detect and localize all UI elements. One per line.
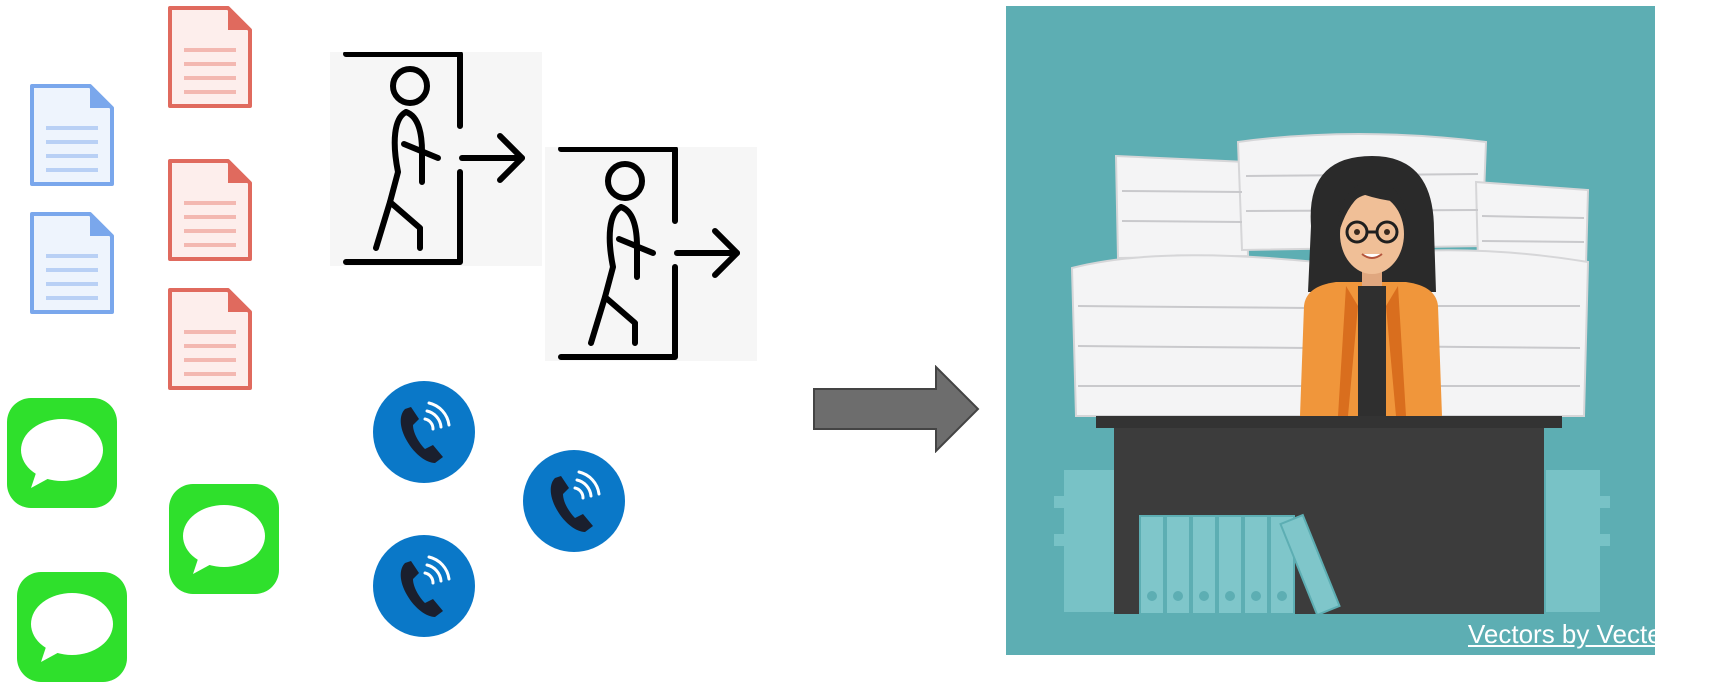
phone-call-icon-3 xyxy=(373,535,475,637)
message-bubble-icon-2 xyxy=(169,484,279,594)
overwhelmed-office-worker-illustration xyxy=(1006,6,1655,655)
office-worker-figure xyxy=(1300,156,1442,416)
right-arrow-icon xyxy=(812,365,982,453)
document-icon-red-3 xyxy=(166,286,254,392)
message-bubble-icon-1 xyxy=(7,398,117,508)
person-exit-icon-1 xyxy=(330,52,542,266)
credit-link[interactable]: Vectors by Vecteezy xyxy=(1468,619,1703,649)
phone-call-icon-1 xyxy=(373,381,475,483)
document-icon-red-2 xyxy=(166,157,254,263)
document-icon-blue-2 xyxy=(28,210,116,316)
document-icon-blue-1 xyxy=(28,82,116,188)
binders xyxy=(1139,513,1341,617)
document-icon-red-1 xyxy=(166,4,254,110)
phone-call-icon-2 xyxy=(523,450,625,552)
message-bubble-icon-3 xyxy=(17,572,127,682)
person-exit-icon-2 xyxy=(545,147,757,361)
